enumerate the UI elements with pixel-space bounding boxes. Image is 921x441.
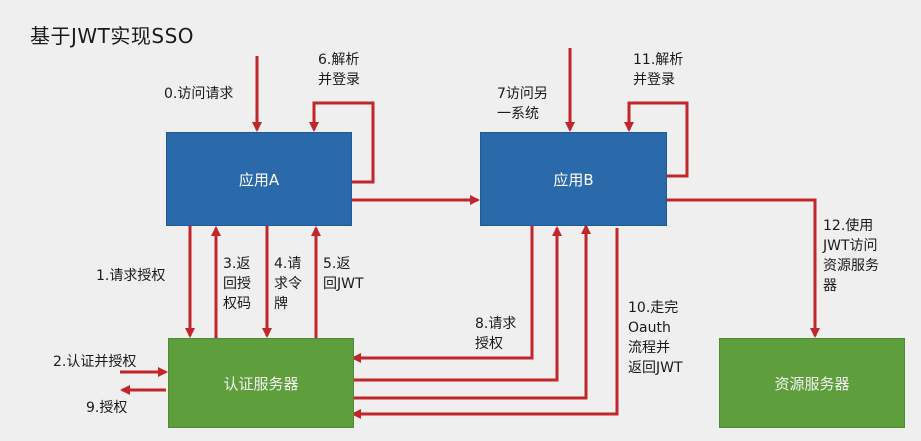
label-7: 7访问另 一系统	[497, 86, 548, 122]
arrow-10-complete-oauth	[353, 224, 591, 400]
resource-server-node: 资源服务器	[719, 338, 905, 428]
label-1: 1.请求授权	[96, 268, 166, 284]
arrow-10-return-jwt	[351, 228, 619, 419]
label-3: 3.返 回授 权码	[223, 256, 251, 312]
auth-server-node: 认证服务器	[168, 338, 354, 428]
label-4: 4.请 求令 牌	[274, 256, 302, 312]
label-9: 9.授权	[86, 400, 128, 416]
app-a-label: 应用A	[238, 170, 280, 189]
label-10: 10.走完 Oauth 流程并 返回JWT	[628, 300, 683, 376]
arrow-auth-to-appB-return	[353, 226, 562, 382]
arrow-8-request-authorization	[351, 226, 534, 363]
arrow-11-parse-login-loop	[624, 101, 689, 178]
diagram-title: 基于JWT实现SSO	[30, 24, 195, 48]
label-11: 11.解析 并登录	[633, 52, 684, 88]
auth-server-label: 认证服务器	[223, 374, 299, 393]
app-a-node: 应用A	[166, 132, 352, 226]
label-12: 12.使用 JWT访问 资源服务 器	[823, 218, 879, 294]
arrow-6-parse-login-loop	[309, 101, 375, 184]
app-b-label: 应用B	[553, 170, 594, 189]
label-8: 8.请求 授权	[475, 316, 517, 352]
label-2: 2.认证并授权	[53, 354, 137, 370]
label-5: 5.返 回JWT	[323, 256, 364, 292]
arrow-12-access-resource	[665, 198, 820, 338]
app-b-node: 应用B	[480, 132, 667, 226]
resource-server-label: 资源服务器	[774, 374, 850, 393]
label-0: 0.访问请求	[164, 86, 234, 102]
label-6: 6.解析 并登录	[318, 52, 360, 88]
